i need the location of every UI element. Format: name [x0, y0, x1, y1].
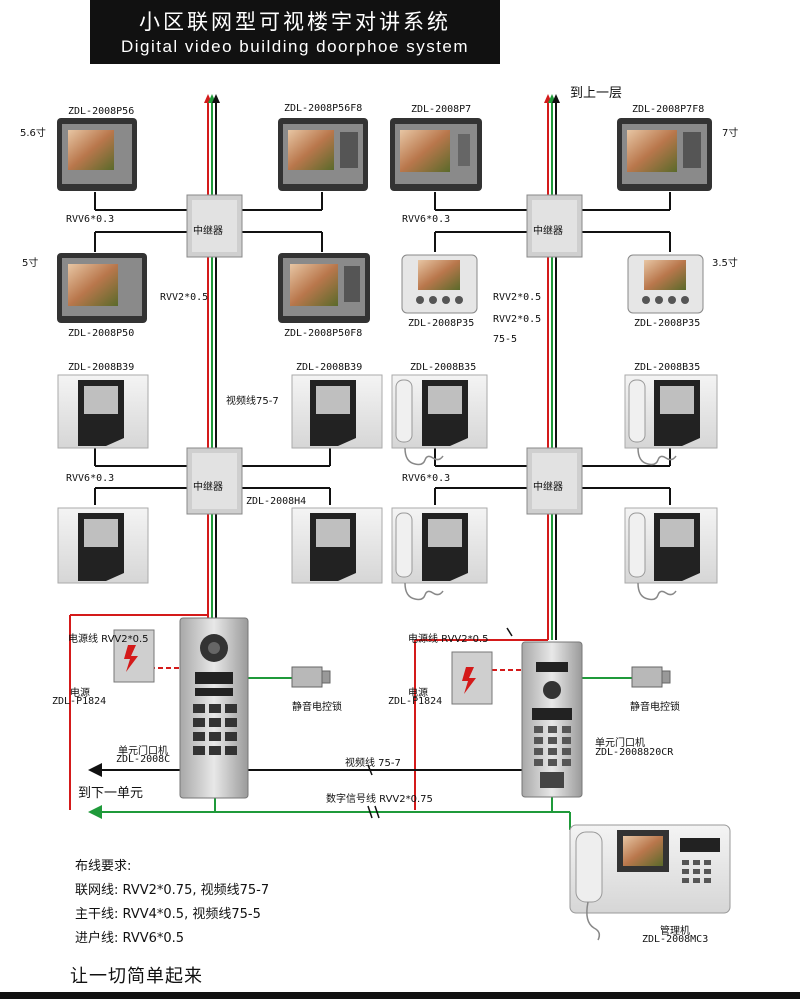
bw-unit-4	[624, 374, 718, 449]
power-supply-right	[451, 651, 493, 705]
label-b39b: ZDL-2008B39	[296, 362, 363, 373]
monitor-p56f8	[278, 118, 368, 191]
label-b35a: ZDL-2008B35	[410, 362, 477, 373]
label-size5: 5寸	[22, 258, 39, 269]
slogan: 让一切简单起来	[70, 966, 203, 987]
label-p50: ZDL-2008P50	[68, 328, 135, 339]
branch-wires	[94, 192, 671, 505]
door-station-right	[521, 641, 583, 798]
label-b39a: ZDL-2008B39	[68, 362, 135, 373]
monitor-p35b	[627, 254, 704, 314]
relay-label-bl: 中继器	[193, 482, 223, 493]
lock-right	[631, 666, 671, 688]
label-b35b: ZDL-2008B35	[634, 362, 701, 373]
label-size56: 5.6寸	[20, 128, 46, 139]
label-door-b-model: ZDL-2008820CR	[595, 747, 674, 758]
relay-label-tl: 中继器	[193, 226, 223, 237]
label-p56: ZDL-2008P56	[68, 106, 135, 117]
monitor-p7f8	[617, 118, 712, 191]
monitor-p50	[57, 253, 147, 323]
label-p35b: ZDL-2008P35	[634, 318, 701, 329]
label-door-a: 单元门口机	[118, 746, 168, 757]
trunk-right	[544, 94, 560, 640]
label-rvv6-1: RVV6*0.3	[66, 214, 115, 225]
relay-box-tr	[526, 194, 583, 258]
label-signal: 数字信号线 RVV2*0.75	[326, 794, 433, 805]
label-video757-vertical: 视频线75-7	[226, 396, 279, 407]
label-cable-755: 75-5	[493, 334, 518, 345]
wiring-heading: 布线要求:	[75, 859, 132, 874]
label-rvv2-b: RVV2*0.5	[493, 292, 542, 303]
label-p50f8: ZDL-2008P50F8	[284, 328, 363, 339]
label-rvv6-3: RVV6*0.3	[66, 473, 115, 484]
bw-unit-6	[291, 507, 383, 584]
relay-box-br	[526, 447, 583, 515]
relay-box-bl	[186, 447, 243, 515]
label-size35: 3.5寸	[712, 258, 738, 269]
wiring-line-3: 进户线: RVV6*0.5	[75, 931, 185, 946]
door-station-left	[179, 617, 249, 799]
label-p7f8: ZDL-2008P7F8	[632, 104, 705, 115]
bottom-bar	[0, 992, 800, 999]
label-rvv6-4: RVV6*0.3	[402, 473, 451, 484]
label-size7: 7寸	[722, 128, 739, 139]
bottom-wiring	[69, 614, 632, 830]
label-power-b-model: ZDL-P1824	[388, 696, 443, 707]
label-p7: ZDL-2008P7	[411, 104, 472, 115]
label-power-a-model: ZDL-P1824	[52, 696, 107, 707]
label-manager-model: ZDL-2008MC3	[642, 934, 709, 945]
label-h4: ZDL-2008H4	[246, 496, 307, 507]
monitor-p50f8	[278, 253, 370, 323]
bw-unit-1	[57, 374, 149, 449]
relay-label-br: 中继器	[533, 482, 563, 493]
label-power-line-a: 电源线 RVV2*0.5	[68, 634, 149, 645]
bw-unit-7	[391, 507, 488, 584]
lock-left	[291, 666, 331, 688]
label-door-a-model: ZDL-2008C	[116, 754, 171, 765]
trunk-left	[204, 94, 220, 620]
monitor-p56	[57, 118, 137, 191]
title-banner: 小区联网型可视楼宇对讲系统 Digital video building doo…	[90, 0, 500, 64]
bw-unit-3	[391, 374, 488, 449]
label-p35a: ZDL-2008P35	[408, 318, 475, 329]
label-door-b: 单元门口机	[595, 738, 645, 749]
label-power-line-b: 电源线 RVV2*0.5	[408, 634, 489, 645]
handset-cords	[404, 447, 677, 601]
label-power-a: 电源	[70, 688, 90, 699]
power-supply-left	[113, 629, 155, 683]
label-manager: 管理机	[660, 926, 690, 937]
wiring-line-1: 联网线: RVV2*0.75, 视频线75-7	[75, 883, 270, 898]
relay-box-tl	[186, 194, 243, 258]
label-video757-horizontal: 视频线 75-7	[345, 758, 401, 769]
relay-label-tr: 中继器	[533, 226, 563, 237]
bw-unit-2	[291, 374, 383, 449]
monitor-p35a	[401, 254, 478, 314]
label-rvv2-c: RVV2*0.5	[493, 314, 542, 325]
label-p56f8: ZDL-2008P56F8	[284, 103, 363, 114]
title-en: Digital video building doorphoe system	[120, 37, 470, 56]
monitor-p7	[390, 118, 482, 191]
label-rvv6-2: RVV6*0.3	[402, 214, 451, 225]
label-rvv2-a: RVV2*0.5	[160, 292, 209, 303]
bw-unit-5	[57, 507, 149, 584]
wiring-line-2: 主干线: RVV4*0.5, 视频线75-5	[75, 907, 261, 922]
label-lock-a: 静音电控锁	[292, 702, 342, 713]
label-lock-b: 静音电控锁	[630, 702, 680, 713]
title-cn: 小区联网型可视楼宇对讲系统	[139, 10, 451, 34]
management-console	[569, 824, 731, 941]
to-upper-floor-label: 到上一层	[570, 86, 623, 101]
label-power-b: 电源	[408, 688, 428, 699]
bw-unit-8	[624, 507, 718, 584]
to-next-unit-label: 到下一单元	[78, 786, 144, 801]
